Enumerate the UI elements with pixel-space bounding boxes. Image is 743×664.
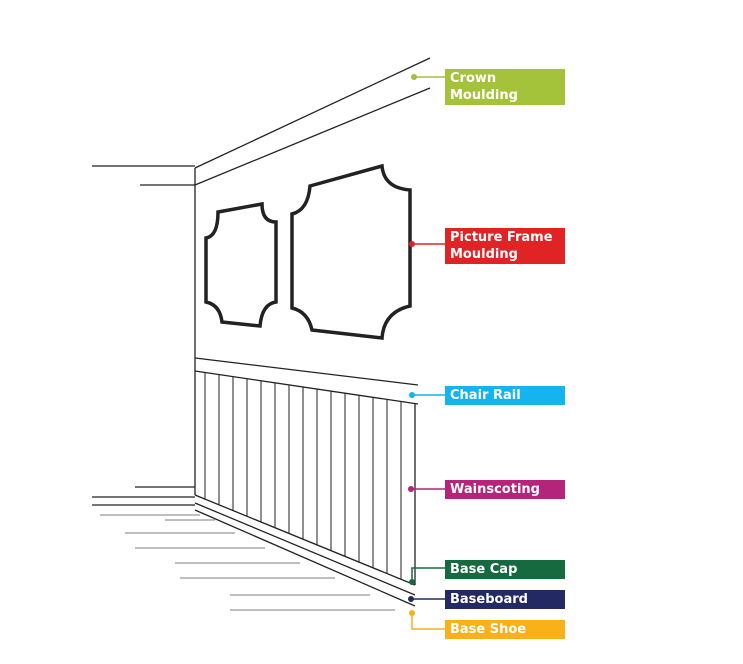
label-base-shoe: Base Shoe [445,620,565,639]
picture-frame-small [204,201,278,328]
picture-frame-large [290,163,412,340]
label-chair-rail: Chair Rail [445,386,565,405]
label-base-cap: Base Cap [445,560,565,579]
label-wainscoting: Wainscoting [445,480,565,499]
label-picture-frame-moulding: Picture Frame Moulding [445,228,565,264]
label-baseboard: Baseboard [445,590,565,609]
label-crown-moulding: Crown Moulding [445,69,565,105]
